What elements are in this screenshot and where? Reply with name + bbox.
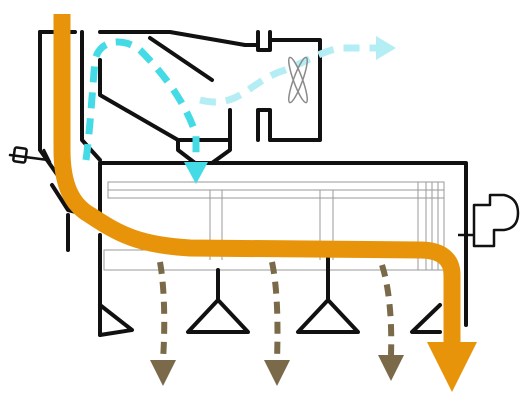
motor-icon xyxy=(458,193,520,248)
crank-handle-icon xyxy=(8,146,52,164)
chaff-flow-2 xyxy=(269,261,281,361)
machine-outline xyxy=(38,30,468,337)
discharge-hopper-4 xyxy=(410,303,442,334)
air-duct-top xyxy=(98,30,247,47)
settling-hopper-right xyxy=(210,138,232,165)
primary-airflow xyxy=(82,38,200,165)
chaff-flow-3-arrowhead xyxy=(378,355,404,381)
motor-body xyxy=(472,193,520,248)
discharge-hopper-2 xyxy=(186,298,250,334)
crank-tip xyxy=(42,148,52,164)
fan-housing-left-bottom xyxy=(256,108,272,142)
inlet-chute-right-wall xyxy=(80,30,102,162)
fan-housing-right xyxy=(268,38,322,142)
crank-rod xyxy=(8,153,50,162)
chaff-flow-2-arrowhead xyxy=(264,360,290,386)
chaff-flow-3 xyxy=(379,264,395,356)
crank-knob xyxy=(12,146,28,164)
chaff-flows xyxy=(150,261,404,386)
exhaust-airflow-arrowhead xyxy=(376,36,396,60)
fan-icon xyxy=(288,56,308,104)
grain-flow-arrowhead xyxy=(427,342,477,392)
chaff-flow-1-arrowhead xyxy=(150,360,176,386)
chaff-flow-1 xyxy=(157,261,168,361)
discharge-hopper-1 xyxy=(98,303,134,337)
fan-blade-2 xyxy=(288,56,308,104)
exhaust-airflow xyxy=(199,44,376,106)
air-duct-inner-baffle xyxy=(148,36,214,82)
primary-airflow-arrowhead xyxy=(184,162,208,184)
discharge-hopper-3 xyxy=(296,298,360,334)
fan-housing-left-top xyxy=(256,30,272,52)
main-body-top xyxy=(98,161,468,327)
fan-blade-1 xyxy=(288,56,308,104)
settling-hopper-left xyxy=(176,138,197,165)
grain-flow xyxy=(53,14,461,345)
